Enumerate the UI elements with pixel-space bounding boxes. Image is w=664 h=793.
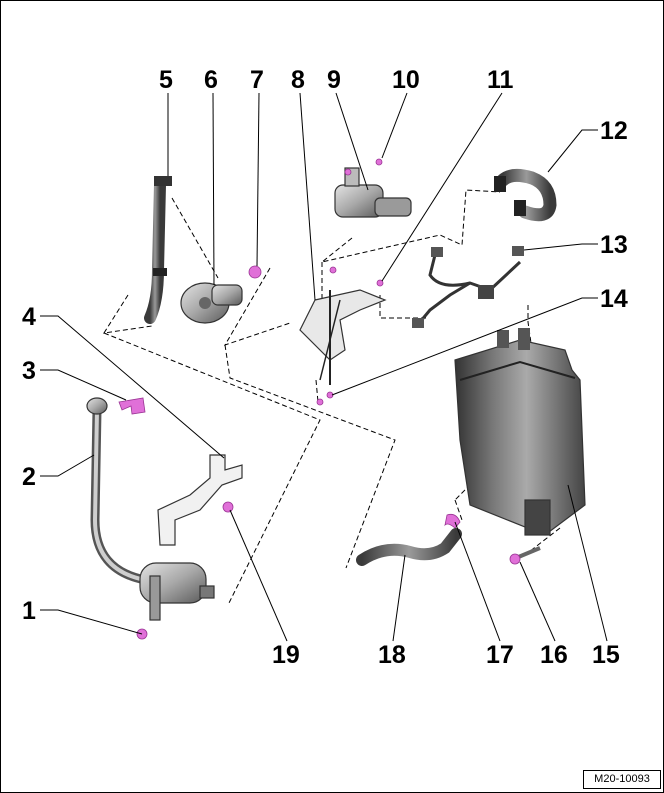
callout-5: 5	[159, 66, 173, 94]
callout-6: 6	[204, 66, 218, 94]
part-12-hose	[494, 168, 557, 222]
part-19-nut	[222, 501, 234, 513]
part-14-clip	[316, 391, 334, 406]
callout-3: 3	[22, 357, 36, 385]
reference-code: M20-10093	[583, 770, 661, 789]
part-8-bracket	[299, 289, 387, 385]
callout-7: 7	[250, 66, 264, 94]
part-17-clip	[444, 513, 461, 529]
part-7-clip	[248, 265, 262, 279]
part-screw-8a	[329, 266, 337, 274]
callout-15: 15	[592, 641, 620, 669]
callout-11: 11	[487, 66, 514, 94]
callout-16: 16	[540, 641, 568, 669]
callout-9: 9	[327, 66, 341, 94]
part-screw-9a	[344, 168, 352, 176]
callout-4: 4	[22, 303, 36, 331]
part-15-activated-charcoal-canister	[454, 328, 586, 536]
part-10-screw	[375, 158, 383, 166]
callout-labels: 1 2 3 4 5 6 7 8 9 10 11 12 13 14 15 16 1…	[22, 66, 628, 669]
callout-13: 13	[600, 231, 628, 259]
callout-8: 8	[291, 66, 305, 94]
part-18-hose	[356, 528, 462, 566]
callout-19: 19	[272, 641, 300, 669]
callout-12: 12	[600, 117, 628, 145]
callout-14: 14	[600, 285, 628, 313]
part-11-screw	[376, 279, 384, 287]
part-5-hose	[144, 176, 172, 324]
callout-10: 10	[392, 66, 420, 94]
part-16-bolt	[509, 546, 541, 565]
callout-2: 2	[22, 463, 36, 491]
part-13-wiring-harness	[412, 246, 524, 328]
callout-1: 1	[22, 597, 36, 625]
leader-lines	[40, 92, 608, 642]
part-6-valve	[180, 282, 243, 324]
part-4-bracket	[157, 454, 243, 546]
part-9-solenoid-valve	[334, 167, 412, 218]
callout-18: 18	[378, 641, 406, 669]
part-filter-body	[139, 562, 215, 621]
callout-17: 17	[486, 641, 514, 669]
part-3-clamp	[118, 397, 146, 415]
part-2-fuel-pipe	[86, 397, 150, 585]
